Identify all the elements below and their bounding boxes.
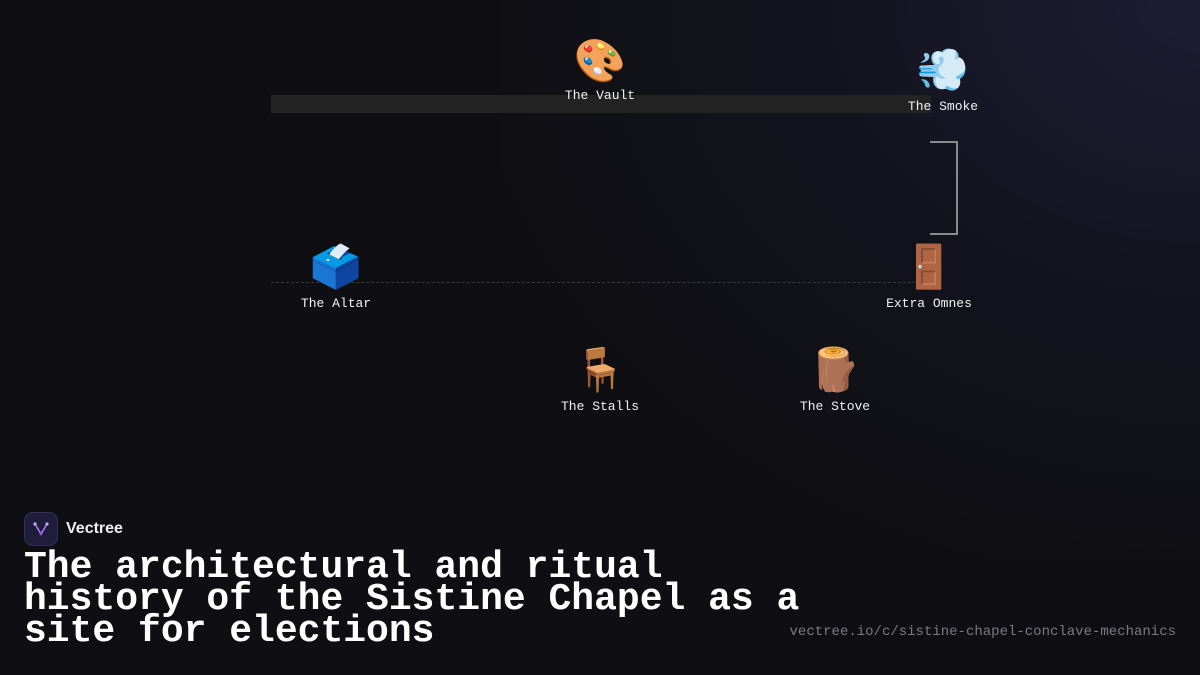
node-the-stalls[interactable]: 🪑 The Stalls	[520, 345, 680, 414]
connector-altar-extra-omnes	[271, 282, 931, 283]
chair-icon: 🪑	[573, 345, 627, 394]
page-title: The architectural and ritual history of …	[24, 546, 800, 653]
node-the-vault[interactable]: 🎨 The Vault	[520, 36, 680, 103]
node-label: The Altar	[300, 296, 372, 311]
ballot-box-icon: 🗳️	[309, 242, 363, 291]
node-label: The Stalls	[560, 399, 639, 414]
brand[interactable]: Vectree	[24, 512, 123, 546]
node-the-stove[interactable]: 🪵 The Stove	[755, 345, 915, 414]
connector-vault-smoke	[271, 95, 931, 113]
artist-palette-icon: 🎨	[573, 36, 627, 85]
brand-name: Vectree	[66, 520, 123, 537]
vectree-logo-icon	[24, 512, 58, 546]
source-url[interactable]: vectree.io/c/sistine-chapel-conclave-mec…	[789, 624, 1176, 640]
node-label: The Vault	[564, 88, 636, 103]
node-the-altar[interactable]: 🗳️ The Altar	[256, 242, 416, 311]
node-label: The Stove	[799, 399, 871, 414]
dashing-away-icon: 💨	[916, 45, 970, 94]
node-label: Extra Omnes	[886, 296, 972, 311]
node-the-smoke[interactable]: 💨 The Smoke	[863, 45, 1023, 114]
door-icon: 🚪	[902, 242, 956, 291]
node-extra-omnes[interactable]: 🚪 Extra Omnes	[849, 242, 1009, 311]
node-label: The Smoke	[907, 99, 979, 114]
connector-smoke-extra-omnes	[930, 141, 958, 235]
wood-log-icon: 🪵	[808, 345, 862, 394]
